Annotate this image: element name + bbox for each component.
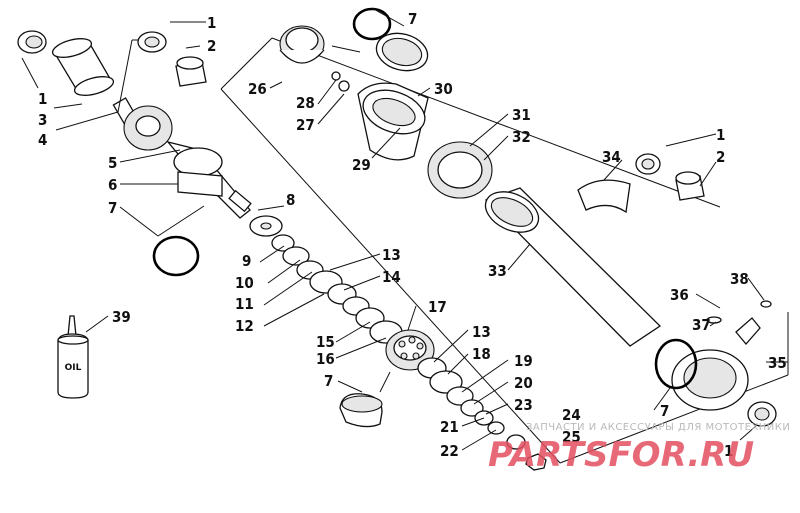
callout-11: 11 (235, 295, 254, 313)
callout-30: 30 (434, 80, 453, 98)
spacer-upper-left (175, 56, 207, 87)
callout-29: 29 (352, 156, 371, 174)
shim-leader-lines (257, 205, 509, 451)
callout-21: 21 (440, 418, 459, 436)
callout-1d: 1 (724, 442, 733, 460)
callout-19: 19 (514, 352, 533, 370)
callout-36: 36 (670, 286, 689, 304)
callout-22: 22 (440, 442, 459, 460)
callout-31: 31 (512, 106, 531, 124)
callout-5: 5 (108, 154, 117, 172)
callout-39: 39 (112, 308, 131, 326)
callout-13a: 13 (382, 246, 401, 264)
spring-cover (577, 179, 631, 214)
callout-23: 23 (514, 396, 533, 414)
upper-left-leader-lines (21, 21, 206, 237)
lower-eyelet (654, 338, 749, 411)
watermark-logo: PARTSFOR.RU (488, 435, 754, 475)
callout-17: 17 (428, 298, 447, 316)
callout-34: 34 (602, 148, 621, 166)
callout-7c: 7 (408, 10, 417, 28)
callout-20: 20 (514, 374, 533, 392)
callout-26: 26 (248, 80, 267, 98)
body-leader-lines (269, 7, 623, 271)
assembly-outline (220, 37, 789, 464)
callout-8: 8 (286, 191, 295, 209)
shim-stack (249, 215, 403, 344)
shock-body (484, 187, 662, 347)
callout-7a: 7 (108, 199, 117, 217)
damper-rod (166, 140, 252, 219)
callout-38: 38 (730, 270, 749, 288)
spring-adjuster-nut (427, 141, 493, 199)
callout-1a: 1 (207, 14, 216, 32)
callout-37: 37 (692, 316, 711, 334)
right-leader-lines (653, 133, 788, 441)
callout-7d: 7 (660, 402, 669, 420)
callout-15: 15 (316, 333, 335, 351)
callout-3: 3 (38, 111, 47, 129)
callout-33: 33 (488, 262, 507, 280)
callout-28: 28 (296, 94, 315, 112)
callout-9: 9 (242, 252, 251, 270)
callout-24: 24 (562, 406, 581, 424)
piston-band (339, 393, 383, 428)
reservoir-cap (279, 25, 325, 64)
callout-32: 32 (512, 128, 531, 146)
schrader-valve (706, 300, 772, 346)
callout-10: 10 (235, 274, 254, 292)
o-ring-left (152, 235, 200, 277)
shaft-eyelet (112, 97, 173, 151)
valve-small (331, 71, 350, 92)
sleeve-upper-left (51, 38, 115, 96)
oil-bottle-label: OIL (65, 363, 82, 373)
callout-25: 25 (562, 428, 581, 446)
callout-2a: 2 (207, 37, 216, 55)
callout-13b: 13 (472, 323, 491, 341)
callout-4: 4 (38, 131, 47, 149)
bushing-upper-left (17, 30, 47, 54)
spacer-right (675, 171, 705, 201)
callout-12: 12 (235, 317, 254, 335)
bearing-upper-left (137, 31, 167, 53)
lower-shim-stack (417, 357, 547, 471)
watermark-tagline: ЗАПЧАСТИ И АКСЕССУАРЫ ДЛЯ МОТОТЕХНИКИ (526, 422, 790, 433)
seal-ring-top (375, 32, 429, 72)
o-ring-top (352, 7, 392, 41)
callout-16: 16 (316, 350, 335, 368)
callout-6: 6 (108, 176, 117, 194)
bushing-lower-right (747, 401, 777, 427)
callout-2b: 2 (716, 148, 725, 166)
callout-35: 35 (768, 354, 787, 372)
floating-piston (357, 82, 429, 161)
callout-1c: 1 (716, 126, 725, 144)
callout-14: 14 (382, 268, 401, 286)
piston (385, 329, 435, 371)
callout-1b: 1 (38, 90, 47, 108)
bushing-right (635, 153, 661, 175)
watermark: ЗАПЧАСТИ И АКСЕССУАРЫ ДЛЯ МОТОТЕХНИКИ PA… (488, 422, 790, 475)
oil-bottle: OIL (57, 315, 109, 399)
callout-27: 27 (296, 116, 315, 134)
callout-18: 18 (472, 345, 491, 363)
callout-7b: 7 (324, 372, 333, 390)
callout-labels: 1 2 1 3 4 5 6 7 8 9 10 11 12 13 14 15 16… (38, 10, 787, 460)
